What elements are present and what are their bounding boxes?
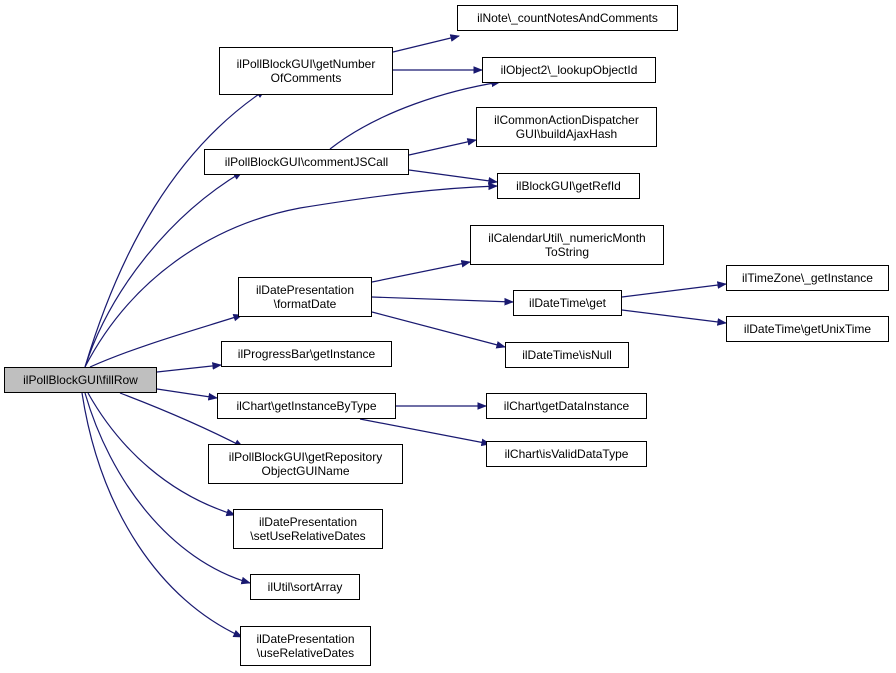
edge-commentjscall-lookupobjectid [329, 79, 501, 150]
edge-formatdate-datetimeget [371, 296, 514, 306]
edge-formatdate-numericmonth [371, 259, 471, 283]
edge-fillrow-commentjscall [84, 171, 243, 368]
node-sortarray[interactable]: ilUtil\sortArray [250, 574, 360, 600]
node-formatdate[interactable]: ilDatePresentation \formatDate [238, 277, 372, 317]
edge-fillrow-getnumberofcomments [84, 89, 266, 368]
node-numericmonth[interactable]: ilCalendarUtil\_numericMonth ToString [470, 225, 664, 265]
node-isnull[interactable]: ilDateTime\isNull [505, 342, 629, 368]
edge-datetimeget-timezonegetinstance [621, 281, 727, 298]
node-getnumberofcomments[interactable]: ilPollBlockGUI\getNumber OfComments [219, 47, 393, 95]
edge-commentjscall-getrefid [408, 169, 498, 185]
edge-formatdate-isnull [371, 311, 506, 349]
edge-fillrow-formatdate [89, 313, 243, 368]
node-getrepositoryobjectguiname[interactable]: ilPollBlockGUI\getRepository ObjectGUINa… [208, 444, 403, 484]
edge-fillrow-progressbar [156, 362, 222, 373]
node-progressbar[interactable]: ilProgressBar\getInstance [221, 341, 392, 367]
edge-getnumberofcomments-countnotes [392, 34, 460, 53]
edge-fillrow-sortarray [84, 392, 251, 585]
node-commentjscall[interactable]: ilPollBlockGUI\commentJSCall [204, 149, 409, 175]
node-getinstancebytype[interactable]: ilChart\getInstanceByType [217, 393, 396, 419]
node-timezonegetinstance[interactable]: ilTimeZone\_getInstance [726, 265, 889, 291]
node-userelativedates[interactable]: ilDatePresentation \useRelativeDates [240, 626, 371, 666]
edge-fillrow-getrepositoryobjectguiname [119, 392, 244, 448]
node-setuserelativedates[interactable]: ilDatePresentation \setUseRelativeDates [233, 509, 383, 549]
edge-datetimeget-getunixtime [621, 309, 727, 326]
edge-fillrow-getinstancebytype [156, 388, 218, 401]
node-getunixtime[interactable]: ilDateTime\getUnixTime [726, 316, 889, 342]
node-buildajaxhash[interactable]: ilCommonActionDispatcher GUI\buildAjaxHa… [476, 107, 657, 147]
node-lookupobjectid[interactable]: ilObject2\_lookupObjectId [482, 57, 656, 83]
edge-commentjscall-buildajaxhash [408, 138, 477, 156]
edge-fillrow-getrefid [84, 182, 498, 368]
node-isvaliddatatype[interactable]: ilChart\isValidDataType [486, 441, 647, 467]
edge-fillrow-userelativedates [81, 392, 243, 638]
node-getrefid[interactable]: ilBlockGUI\getRefId [497, 173, 640, 199]
edge-fillrow-setuserelativedates [87, 392, 236, 517]
node-datetimeget[interactable]: ilDateTime\get [513, 290, 622, 316]
edge-getinstancebytype-isvaliddatatype [359, 418, 491, 447]
node-countnotes[interactable]: ilNote\_countNotesAndComments [457, 5, 678, 31]
node-getdatainstance[interactable]: ilChart\getDataInstance [486, 393, 647, 419]
node-fillrow: ilPollBlockGUI\fillRow [4, 367, 157, 393]
